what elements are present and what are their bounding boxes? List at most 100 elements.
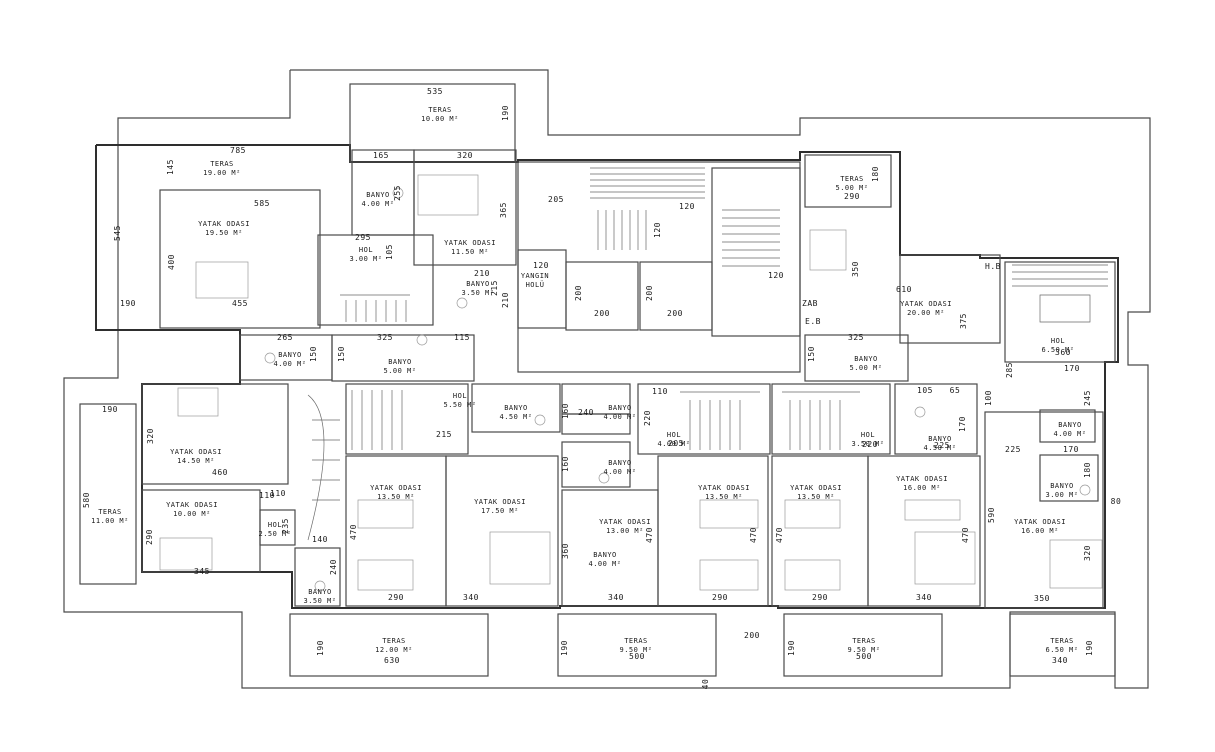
room-area-label: 16.00 M² bbox=[903, 484, 941, 492]
room-name-label: YATAK ODASI bbox=[170, 448, 222, 456]
room-name-label: BANYO bbox=[366, 191, 390, 199]
room-area-label: 19.50 M² bbox=[205, 229, 243, 237]
dimension-label: 365 bbox=[499, 202, 508, 218]
dimension-label: 225 bbox=[1005, 445, 1021, 454]
dimension-label: 785 bbox=[230, 146, 246, 155]
room-name-label: YATAK ODASI bbox=[166, 501, 218, 509]
dimension-label: 120 bbox=[768, 271, 784, 280]
dimension-label: 470 bbox=[349, 524, 358, 540]
dimension-label: 245 bbox=[1083, 390, 1092, 406]
room-name-label: BANYO bbox=[278, 351, 302, 359]
room-area-label: 6.50 M² bbox=[1041, 346, 1074, 354]
dimension-label: 110 bbox=[652, 387, 668, 396]
room-name-label: BANYO bbox=[593, 551, 617, 559]
dimension-label: 210 bbox=[501, 292, 510, 308]
dimension-label: 340 bbox=[608, 593, 624, 602]
dimension-label: 235 bbox=[281, 518, 290, 534]
room-area-label: 10.00 M² bbox=[421, 115, 459, 123]
room-area-label: 5.00 M² bbox=[383, 367, 416, 375]
dimension-label: 500 bbox=[856, 652, 872, 661]
room-area-label: 2.50 M² bbox=[258, 530, 291, 538]
dimension-label: 165 bbox=[373, 151, 389, 160]
room-name-label: YATAK ODASI bbox=[896, 475, 948, 483]
room-area-label: 19.00 M² bbox=[203, 169, 241, 177]
dimension-label: 200 bbox=[744, 631, 760, 640]
dimension-label: 160 bbox=[561, 456, 570, 472]
dimension-label: 320 bbox=[146, 428, 155, 444]
room-area-label: 3.50 M² bbox=[461, 289, 494, 297]
room-area-label: 9.50 M² bbox=[847, 646, 880, 654]
room-name-label: YATAK ODASI bbox=[444, 239, 496, 247]
dimension-label: 400 bbox=[167, 254, 176, 270]
dimension-label: 110 bbox=[270, 489, 286, 498]
dimension-label: 170 bbox=[1063, 445, 1079, 454]
room-area-label: 11.50 M² bbox=[451, 248, 489, 256]
room-area-label: 6.50 M² bbox=[1045, 646, 1078, 654]
room-area-label: 5.00 M² bbox=[849, 364, 882, 372]
dimension-label: 190 bbox=[102, 405, 118, 414]
dimension-label: 145 bbox=[166, 159, 175, 175]
dimension-label: 205 bbox=[668, 439, 684, 448]
room-area-label: 13.50 M² bbox=[797, 493, 835, 501]
dimension-label: 290 bbox=[388, 593, 404, 602]
dimension-label: 345 bbox=[194, 567, 210, 576]
dimension-label: 200 bbox=[645, 285, 654, 301]
room-name-label: BANYO bbox=[1058, 421, 1082, 429]
dimension-label: 455 bbox=[232, 299, 248, 308]
room-name-label: BANYO bbox=[1050, 482, 1074, 490]
dimension-label: 225 bbox=[934, 441, 950, 450]
dimension-label: 290 bbox=[145, 529, 154, 545]
room-name-label: YATAK ODASI bbox=[790, 484, 842, 492]
room-name-label: HOL bbox=[453, 392, 467, 400]
dimension-label: 290 bbox=[844, 192, 860, 201]
room-area-label: 3.50 M² bbox=[851, 440, 884, 448]
dimension-label: 265 bbox=[277, 333, 293, 342]
dimension-label: 200 bbox=[594, 309, 610, 318]
dimension-label: 215 bbox=[436, 430, 452, 439]
dimension-label: 535 bbox=[427, 87, 443, 96]
dimension-label: 150 bbox=[309, 346, 318, 362]
dimension-label: 340 bbox=[916, 593, 932, 602]
dimension-label: 190 bbox=[501, 105, 510, 121]
dimension-label: 325 bbox=[848, 333, 864, 342]
dimension-label: 105 bbox=[917, 386, 933, 395]
room-area-label: 4.50 M² bbox=[923, 444, 956, 452]
room-area-label: 14.50 M² bbox=[177, 457, 215, 465]
room-area-label: 13.00 M² bbox=[606, 527, 644, 535]
furniture bbox=[159, 174, 1103, 592]
dimension-label: 590 bbox=[987, 507, 996, 523]
dimension-label: 500 bbox=[629, 652, 645, 661]
room-area-label: 3.50 M² bbox=[303, 597, 336, 605]
room-name-label: TERAS bbox=[624, 637, 648, 645]
dimension-label: 210 bbox=[474, 269, 490, 278]
dimension-label: 285 bbox=[1005, 362, 1014, 378]
room-area-label: 4.50 M² bbox=[499, 413, 532, 421]
dimension-label: 170 bbox=[1064, 364, 1080, 373]
room-area-label: 16.00 M² bbox=[1021, 527, 1059, 535]
room-name-label: BANYO bbox=[608, 459, 632, 467]
dimension-label: 580 bbox=[82, 492, 91, 508]
dimension-label: 215 bbox=[490, 280, 499, 296]
dimension-label: 110 bbox=[259, 491, 275, 500]
dimension-label: 290 bbox=[712, 593, 728, 602]
dimension-label: 150 bbox=[807, 346, 816, 362]
dimension-label: 100 bbox=[984, 390, 993, 406]
room-area-label: 3.00 M² bbox=[349, 255, 382, 263]
room-name-label: TERAS bbox=[852, 637, 876, 645]
dimension-label: 460 bbox=[212, 468, 228, 477]
room-area-label: 17.50 M² bbox=[481, 507, 519, 515]
dimension-label: 295 bbox=[355, 233, 371, 242]
room-name-label: BANYO bbox=[466, 280, 490, 288]
room-name-label: HOL bbox=[667, 431, 681, 439]
dimension-label: 255 bbox=[393, 185, 402, 201]
dimension-label: 105 bbox=[385, 244, 394, 260]
dimension-label: 240 bbox=[578, 408, 594, 417]
room-name-label: YATAK ODASI bbox=[599, 518, 651, 526]
dimension-label: 630 bbox=[384, 656, 400, 665]
dimension-label: 610 bbox=[896, 285, 912, 294]
room-name-label: BANYO bbox=[388, 358, 412, 366]
room-name-label: HOL bbox=[1051, 337, 1065, 345]
